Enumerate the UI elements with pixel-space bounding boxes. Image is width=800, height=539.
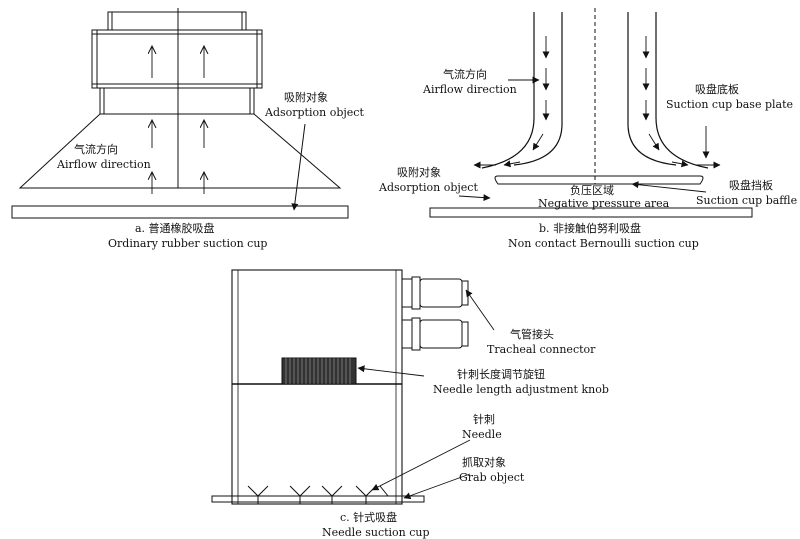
b-pressure-en: Negative pressure area — [538, 197, 670, 210]
c-grab-zh: 抓取对象 — [462, 455, 506, 469]
b-caption-zh: b. 非接触伯努利吸盘 — [539, 221, 641, 235]
b-caption-en: Non contact Bernoulli suction cup — [508, 237, 699, 250]
needles — [247, 485, 389, 504]
b-pressure-zh: 负压区域 — [570, 183, 614, 197]
c-caption-en: Needle suction cup — [322, 526, 430, 539]
adsorption-object-leader — [291, 123, 306, 211]
b-airflow-en: Airflow direction — [422, 83, 517, 96]
b-object-zh: 吸附对象 — [397, 165, 441, 179]
a-caption-zh: a. 普通橡胶吸盘 — [135, 221, 215, 235]
a-object-zh: 吸附对象 — [284, 90, 328, 104]
needle-length-adjustment-knob — [281, 357, 357, 385]
panel-b-bernoulli-suction-cup — [429, 8, 753, 218]
a-object-en: Adsorption object — [264, 106, 364, 119]
b-base-en: Suction cup base plate — [666, 98, 793, 111]
a-airflow-en: Airflow direction — [56, 158, 151, 171]
b-airflow-zh: 气流方向 — [443, 67, 487, 81]
b-base-zh: 吸盘底板 — [695, 82, 739, 96]
a-caption-en: Ordinary rubber suction cup — [108, 237, 267, 250]
c-knob-en: Needle length adjustment knob — [433, 383, 609, 396]
c-knob-zh: 针刺长度调节旋钮 — [457, 367, 545, 381]
c-grab-en: Grab object — [459, 471, 525, 484]
tracheal-connectors — [401, 276, 469, 351]
panel-b-flow-arrows — [458, 36, 721, 202]
a-airflow-zh: 气流方向 — [74, 142, 118, 156]
c-caption-zh: c. 针式吸盘 — [340, 510, 397, 524]
panel-c-needle-suction-cup — [211, 269, 469, 505]
c-needle-en: Needle — [462, 428, 502, 441]
b-baffle-en: Suction cup baffle — [696, 194, 797, 207]
c-needle-zh: 针刺 — [473, 412, 495, 426]
c-connector-en: Tracheal connector — [487, 343, 596, 356]
b-baffle-zh: 吸盘挡板 — [729, 178, 773, 192]
c-connector-zh: 气管接头 — [510, 327, 554, 341]
panel-a-rubber-suction-cup — [11, 8, 349, 219]
b-object-en: Adsorption object — [378, 181, 478, 194]
airflow-arrows-up — [152, 46, 204, 194]
panel-c-leaders — [357, 289, 495, 500]
